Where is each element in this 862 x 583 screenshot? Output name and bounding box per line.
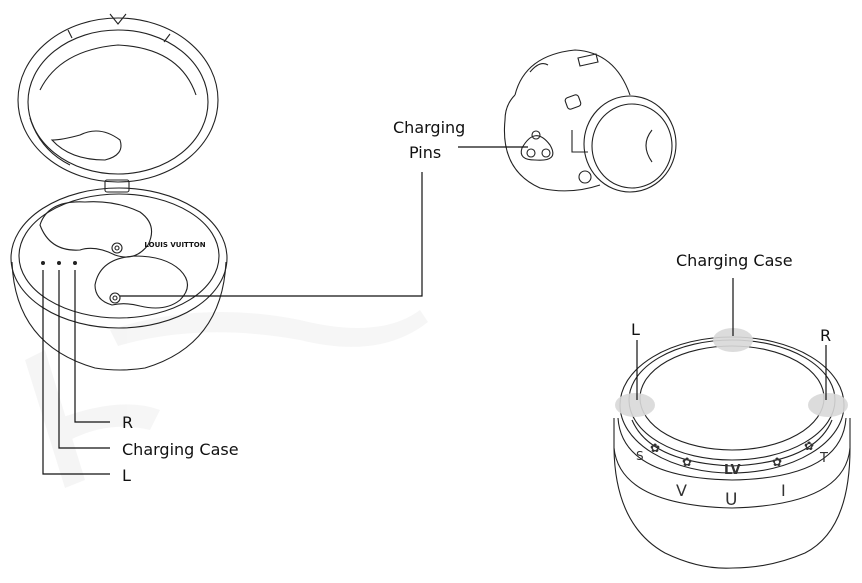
label-right-charging-case: Charging Case (676, 251, 793, 270)
ring-letter: T (819, 451, 828, 466)
closed-charging-case-icon: ✿ ✿ ✿ ✿ LV (613, 328, 851, 569)
case-brand-logo: LOUIS VUITTON (144, 241, 205, 249)
svg-text:✿: ✿ (650, 441, 660, 455)
open-charging-case-icon (10, 13, 228, 371)
svg-text:✿: ✿ (804, 439, 814, 453)
earbud-icon (503, 49, 677, 193)
label-charging-pins-line2: Pins (409, 143, 441, 162)
label-left-l: L (122, 466, 131, 485)
ring-letter: S (636, 449, 644, 463)
leader-lines (42, 146, 827, 475)
watermark (25, 310, 428, 488)
svg-text:✿: ✿ (682, 455, 692, 469)
case-ring-letters: S V U I T (636, 449, 828, 510)
label-right-r: R (820, 326, 831, 345)
ring-letter: I (781, 481, 786, 500)
label-charging-pins-line1: Charging (393, 118, 465, 137)
label-left-r: R (122, 413, 133, 432)
svg-text:LV: LV (724, 463, 741, 478)
label-left-charging-case: Charging Case (122, 440, 239, 459)
ring-letter: V (676, 481, 687, 500)
label-right-l: L (631, 320, 640, 339)
ring-letter: U (725, 490, 737, 510)
svg-text:✿: ✿ (772, 455, 782, 469)
